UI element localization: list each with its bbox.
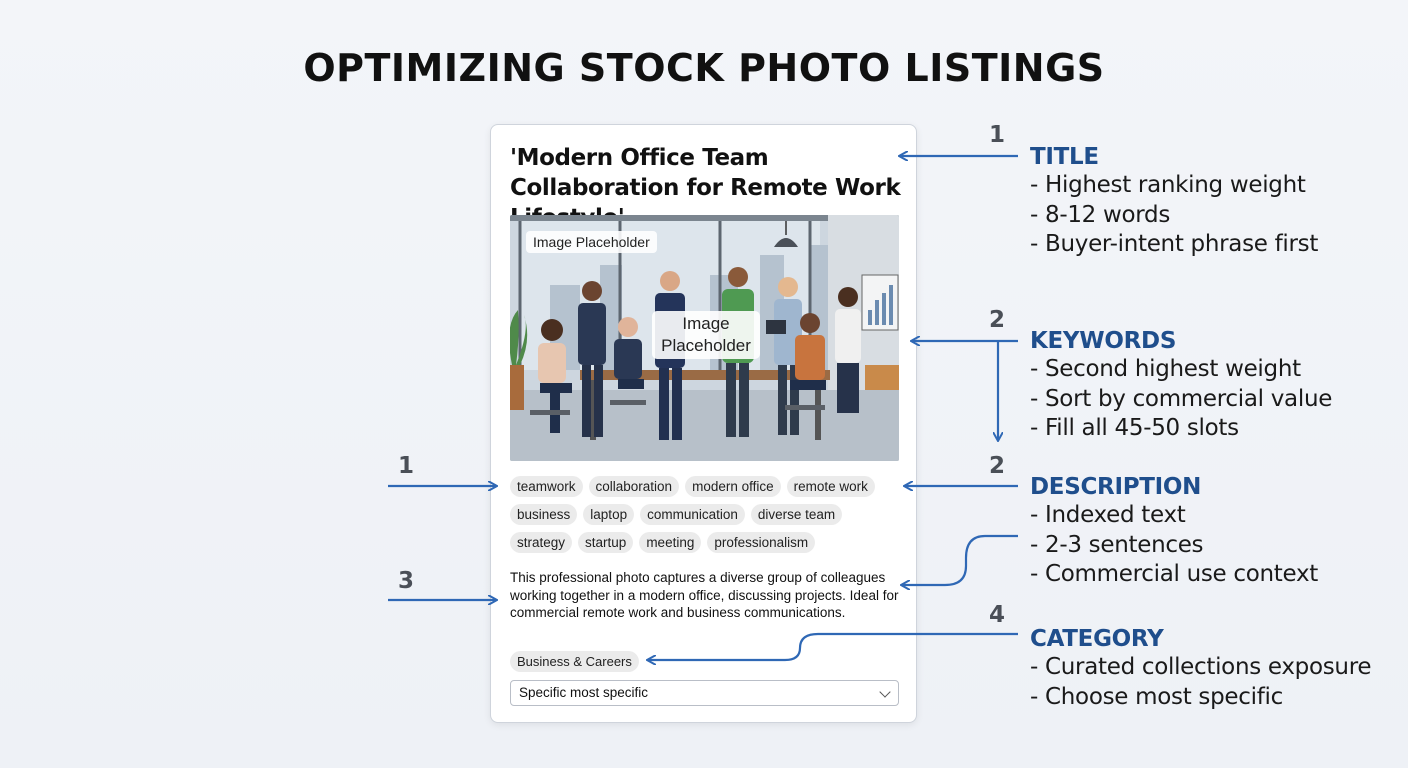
annotation-line: - Sort by commercial value <box>1030 385 1333 412</box>
tag-row: teamwork collaboration modern office rem… <box>510 476 910 497</box>
annotation-line: - 2-3 sentences <box>1030 531 1204 558</box>
annotation-heading: KEYWORDS <box>1030 328 1177 354</box>
keyword-tag[interactable]: remote work <box>786 476 875 497</box>
marker-left-description: 3 <box>398 568 415 594</box>
listing-card: 'Modern Office Team Collaboration for Re… <box>490 124 917 723</box>
annotation-heading: TITLE <box>1030 144 1099 170</box>
keyword-tag[interactable]: meeting <box>639 532 702 553</box>
marker-left-tags: 1 <box>398 453 415 479</box>
annotation-line: - 8-12 words <box>1030 201 1171 228</box>
keyword-tag[interactable]: communication <box>640 504 745 525</box>
keyword-tag[interactable]: laptop <box>583 504 635 525</box>
keyword-tag[interactable]: business <box>510 504 578 525</box>
keyword-tag[interactable]: modern office <box>685 476 781 497</box>
tag-row: business laptop communication diverse te… <box>510 504 910 525</box>
category-select-value: Specific most specific <box>519 685 649 700</box>
listing-description: This professional photo captures a diver… <box>510 570 899 620</box>
marker-keywords: 2 <box>989 307 1006 333</box>
tag-row: strategy startup meeting professionalism <box>510 532 910 553</box>
keyword-tag[interactable]: professionalism <box>707 532 816 553</box>
arrow-description <box>902 534 1018 585</box>
page-title: OPTIMIZING STOCK PHOTO LISTINGS <box>303 46 1105 90</box>
annotation-line: - Curated collections exposure <box>1030 654 1372 680</box>
arrow-category <box>648 632 1018 660</box>
marker-description: 2 <box>989 453 1006 479</box>
image-placeholder-label-top: Image Placeholder <box>526 231 657 253</box>
keyword-tag[interactable]: diverse team <box>750 504 843 525</box>
annotation-heading: DESCRIPTION <box>1030 474 1202 500</box>
marker-title: 1 <box>989 122 1006 148</box>
keyword-tag[interactable]: teamwork <box>510 476 583 497</box>
annotation-heading: CATEGORY <box>1030 626 1164 652</box>
annotation-line: - Indexed text <box>1030 502 1186 528</box>
annotation-line: - Second highest weight <box>1030 356 1301 382</box>
keyword-tag[interactable]: strategy <box>510 532 573 553</box>
keyword-tags: teamwork collaboration modern office rem… <box>510 476 910 560</box>
annotation-line: - Fill all 45-50 slots <box>1030 415 1239 441</box>
category-select[interactable]: Specific most specific <box>510 680 899 706</box>
annotation-description: DESCRIPTION - Indexed text - 2-3 sentenc… <box>1030 473 1318 590</box>
office-scene-illustration <box>510 215 899 461</box>
keyword-tag[interactable]: startup <box>578 532 634 553</box>
category-tag[interactable]: Business & Careers <box>510 651 639 672</box>
photo-placeholder: Image Placeholder Image Placeholder <box>510 215 899 461</box>
annotation-line: - Commercial use context <box>1030 561 1318 587</box>
annotation-category: CATEGORY - Curated collections exposure … <box>1030 625 1372 712</box>
keyword-tag[interactable]: collaboration <box>588 476 680 497</box>
annotation-keywords: KEYWORDS - Second highest weight - Sort … <box>1030 327 1332 444</box>
marker-category: 4 <box>989 602 1006 628</box>
annotation-line: - Buyer-intent phrase first <box>1030 231 1319 257</box>
annotation-line: - Highest ranking weight <box>1030 172 1306 198</box>
annotation-line: - Choose most specific <box>1030 683 1283 710</box>
annotation-title: TITLE - Highest ranking weight - 8-12 wo… <box>1030 143 1318 260</box>
image-placeholder-label-center: Image Placeholder <box>652 311 760 359</box>
